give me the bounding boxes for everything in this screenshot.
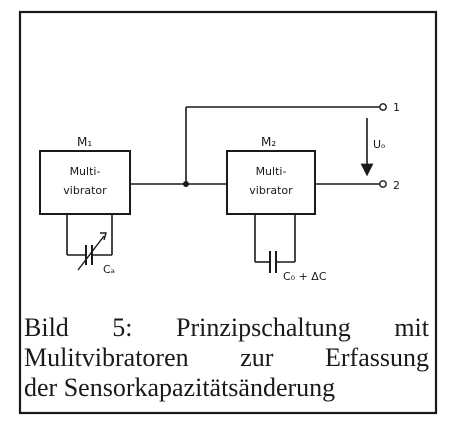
m2-capacitor-loop <box>254 214 296 263</box>
terminal-1 <box>379 103 387 111</box>
variable-capacitor-loop <box>66 214 113 256</box>
voltage-label: Uₒ <box>373 138 386 151</box>
m2-text-line2: vibrator <box>249 184 293 197</box>
m1-text-line1: Multi- <box>70 165 101 178</box>
figure-frame <box>18 10 438 415</box>
m1-multivibrator-block <box>39 150 131 215</box>
m1-label: M₁ <box>77 135 92 149</box>
m2-text-line1: Multi- <box>256 165 287 178</box>
caption-line-3: der Sensorkapazitätsänderung <box>24 373 336 402</box>
terminal-2 <box>379 180 387 188</box>
variable-capacitor-label: Cₐ <box>103 263 115 276</box>
m2-capacitor-label: C₀ + ΔC <box>283 270 327 283</box>
m2-label: M₂ <box>261 135 276 149</box>
caption-line-2: Mulitvibratoren zur Erfassung <box>24 343 429 372</box>
junction-dot <box>183 181 189 187</box>
terminal-2-label: 2 <box>393 179 400 192</box>
m2-multivibrator-block <box>226 150 316 215</box>
terminal-1-label: 1 <box>393 101 400 114</box>
m1-text-line2: vibrator <box>63 184 107 197</box>
variable-capacitor-icon <box>77 232 107 271</box>
caption-line-1: Bild 5: Prinzipschaltung mit <box>24 313 429 342</box>
capacitor-icon <box>269 251 277 273</box>
signal-wires <box>130 106 380 185</box>
figure-caption: Bild 5: Prinzipschaltung mit Mulitvibrat… <box>24 313 429 403</box>
